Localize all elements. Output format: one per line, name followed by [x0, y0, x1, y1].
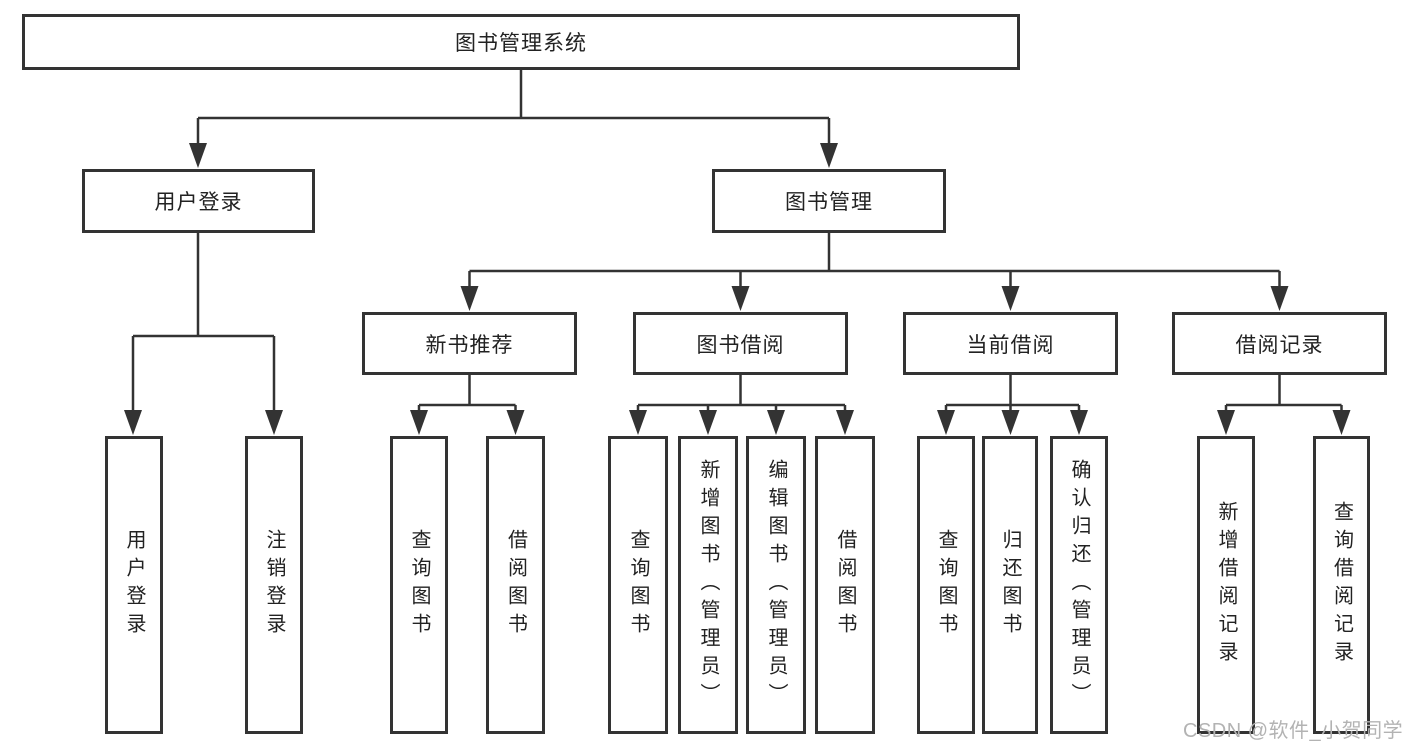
leaf-cb-return-books: 归还图书: [982, 436, 1038, 734]
leaf-nb-borrow-books-label: 借阅图书: [504, 529, 527, 641]
leaf-nb-query-books: 查询图书: [390, 436, 448, 734]
node-borrow-records: 借阅记录: [1172, 312, 1387, 375]
leaf-bb-add-books-admin: 新增图书（管理员）: [678, 436, 738, 734]
node-book-management: 图书管理: [712, 169, 946, 233]
node-new-book-recommend: 新书推荐: [362, 312, 577, 375]
csdn-watermark: CSDN @软件_小贺同学: [1183, 720, 1404, 742]
leaf-br-query-record: 查询借阅记录: [1313, 436, 1370, 734]
leaf-user-login-label: 用户登录: [123, 529, 145, 641]
leaf-br-add-record-label: 新增借阅记录: [1215, 501, 1237, 669]
leaf-logout-label: 注销登录: [263, 529, 285, 641]
leaf-cb-return-books-label: 归还图书: [999, 529, 1021, 641]
leaf-bb-edit-books-admin: 编辑图书（管理员）: [746, 436, 806, 734]
node-current-borrow: 当前借阅: [903, 312, 1118, 375]
leaf-br-query-record-label: 查询借阅记录: [1330, 501, 1353, 669]
leaf-nb-query-books-label: 查询图书: [408, 529, 430, 641]
leaf-bb-add-books-admin-label: 新增图书（管理员）: [697, 459, 719, 711]
node-root-system: 图书管理系统: [22, 14, 1020, 70]
leaf-cb-query-books-label: 查询图书: [935, 529, 957, 641]
leaf-bb-edit-books-admin-label: 编辑图书（管理员）: [765, 459, 787, 711]
leaf-user-login: 用户登录: [105, 436, 163, 734]
node-user-login: 用户登录: [82, 169, 315, 233]
leaf-bb-query-books-label: 查询图书: [627, 529, 649, 641]
leaf-cb-confirm-return-admin: 确认归还（管理员）: [1050, 436, 1108, 734]
leaf-br-add-record: 新增借阅记录: [1197, 436, 1255, 734]
leaf-nb-borrow-books: 借阅图书: [486, 436, 545, 734]
leaf-bb-borrow-books-label: 借阅图书: [834, 529, 856, 641]
leaf-bb-borrow-books: 借阅图书: [815, 436, 875, 734]
leaf-cb-confirm-return-admin-label: 确认归还（管理员）: [1068, 459, 1090, 711]
leaf-cb-query-books: 查询图书: [917, 436, 975, 734]
leaf-logout: 注销登录: [245, 436, 303, 734]
node-book-borrow: 图书借阅: [633, 312, 848, 375]
leaf-bb-query-books: 查询图书: [608, 436, 668, 734]
